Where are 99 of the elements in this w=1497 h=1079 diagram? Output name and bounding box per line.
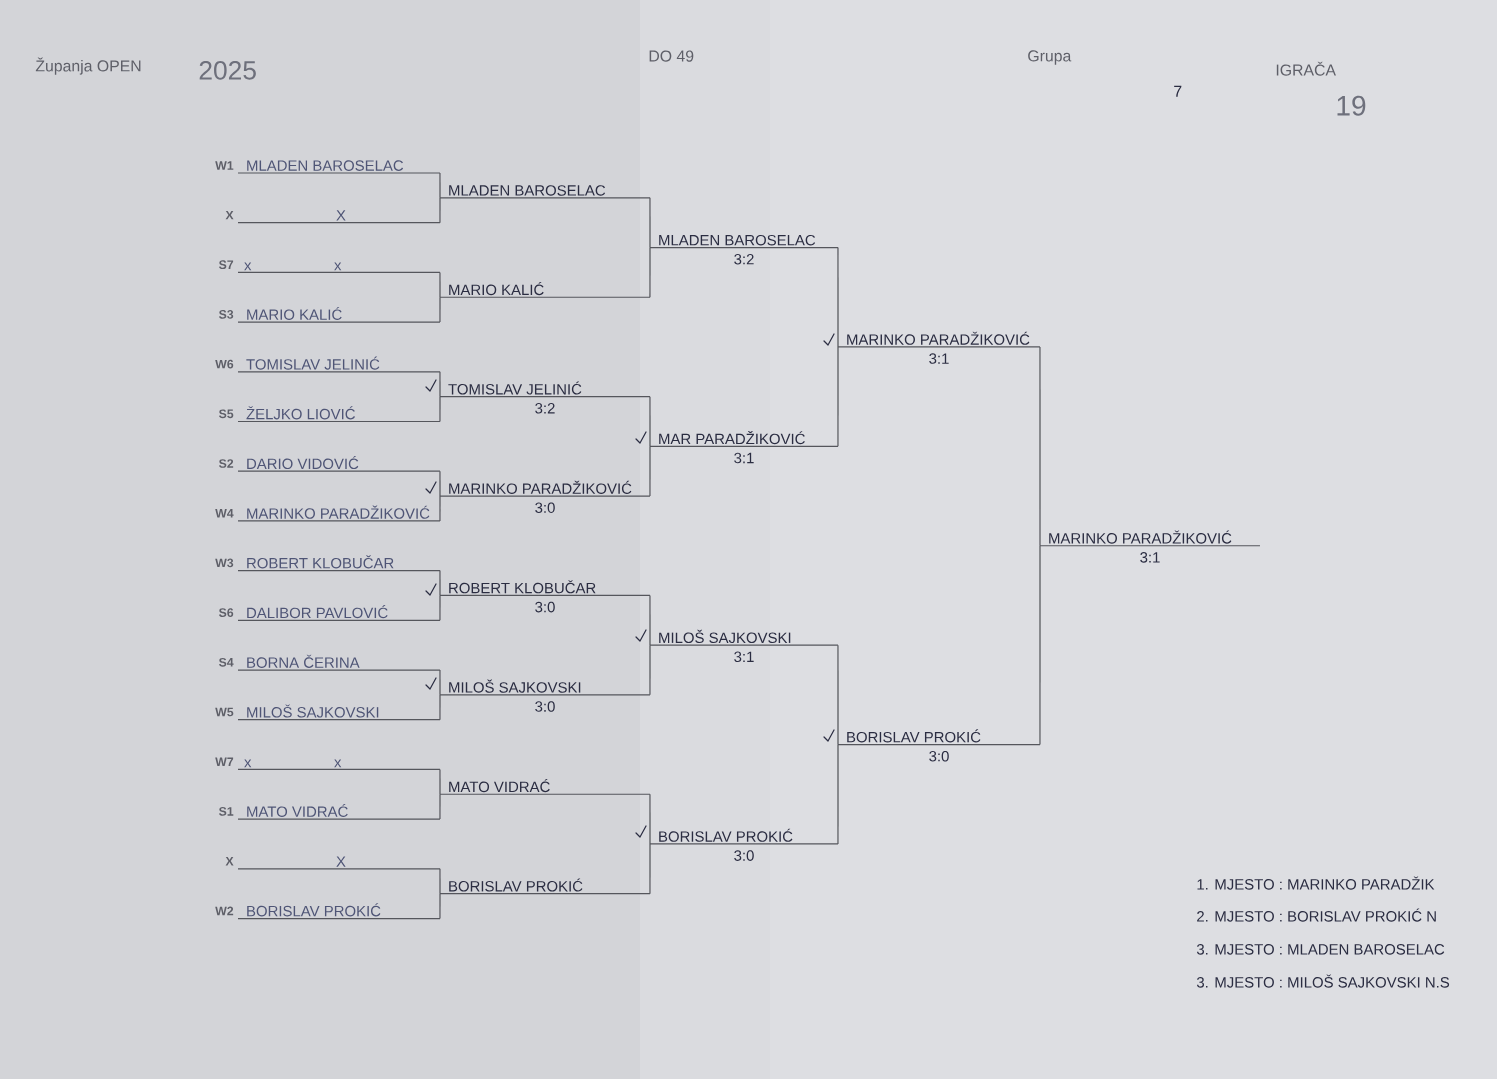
bracket-slot: BORISLAV PROKIĆ (837, 729, 1041, 746)
bracket-line (649, 197, 651, 249)
score-label: 3:0 (535, 601, 555, 613)
bracket-line (439, 594, 441, 621)
bracket-slot: MLADEN BAROSELAC (649, 234, 839, 249)
bracket-line (439, 271, 441, 298)
handwritten-note: 2025 (199, 61, 256, 80)
seed-label: W5 (215, 707, 234, 717)
bracket-line (439, 570, 441, 597)
bracket-slot: MILOŠ SAJKOVSKI (649, 629, 839, 646)
score-label: 3:0 (734, 850, 754, 861)
bracket-slot: x x (237, 759, 441, 771)
bracket-line (439, 495, 441, 522)
bracket-slot: MATO VIDRAĆ (439, 779, 651, 795)
bracket-slot: MATO VIDRAĆ (237, 803, 441, 820)
seed-label: W1 (215, 161, 234, 170)
score-label: 3:1 (734, 452, 754, 464)
score-label: 3:0 (929, 750, 949, 762)
bracket-slot: MILOŠ SAJKOVSKI (439, 679, 651, 696)
bracket-slot: TOMISLAV JELINIĆ (237, 356, 441, 373)
bracket-line (439, 893, 441, 920)
bracket-slot: ŽELJKO LIOVIĆ (237, 406, 441, 423)
seed-label: W3 (215, 558, 234, 568)
bracket-line (837, 346, 839, 447)
bracket-slot: x x (237, 262, 441, 273)
bracket-slot: DARIO VIDOVIĆ (237, 456, 441, 472)
bracket-slot: MAR PARADŽIKOVIĆ (649, 431, 839, 447)
bracket-line (439, 197, 441, 224)
bracket-slot: MILOŠ SAJKOVSKI (237, 704, 441, 721)
bracket-slot: MARIO KALIĆ (439, 282, 651, 298)
bracket-slot: ROBERT KLOBUČAR (237, 555, 441, 572)
bracket-slot: MARINKO PARADŽIKOVIĆ (237, 505, 441, 522)
bracket-line (649, 594, 651, 646)
bracket-line (439, 868, 441, 895)
header-label: DO 49 (649, 50, 694, 62)
header-label: Grupa (1028, 50, 1072, 65)
bracket-line (649, 246, 651, 298)
bracket-line (837, 644, 839, 746)
bracket-slot: BORISLAV PROKIĆ (439, 878, 651, 895)
bracket-line (837, 743, 839, 845)
bracket-line (649, 396, 651, 447)
seed-label: W7 (215, 757, 234, 767)
seed-label: S7 (218, 260, 234, 270)
handwritten-note: 19 (1337, 95, 1366, 116)
bracket-slot: TOMISLAV JELINIĆ (439, 381, 651, 398)
bracket-line (439, 694, 441, 721)
bracket-line (439, 296, 441, 323)
bracket-slot: MARINKO PARADŽIKOVIĆ (1039, 530, 1261, 547)
bracket-line (439, 172, 441, 199)
handwritten-note: 7 (1174, 85, 1182, 97)
seed-label: S6 (218, 608, 234, 617)
seed-label: S3 (218, 310, 234, 319)
score-label: 3:0 (535, 701, 555, 712)
bracket-line (1039, 545, 1041, 746)
score-label: 3:0 (535, 502, 555, 513)
placement-note: 2. MJESTO : BORISLAV PROKIĆ N (1197, 908, 1436, 922)
bracket-line (649, 843, 651, 895)
placement-note: 3. MJESTO : MLADEN BAROSELAC (1196, 944, 1445, 955)
seed-label: W4 (215, 509, 234, 518)
score-label: 3:2 (734, 253, 754, 265)
score-label: 3:2 (535, 403, 555, 414)
placement-note: 3. MJESTO : MILOŠ SAJKOVSKI N.S (1196, 974, 1450, 988)
bracket-slot: MLADEN BAROSELAC (439, 185, 651, 199)
seed-label: W2 (215, 906, 234, 916)
score-label: 3:1 (929, 353, 949, 364)
bracket-slot: BORNA ČERINA (237, 654, 441, 671)
seed-label: W6 (215, 359, 234, 369)
bracket-line (649, 445, 651, 497)
bracket-line (649, 793, 651, 845)
header-label: Županja OPEN (35, 57, 141, 75)
bracket-slot: DALIBOR PAVLOVIĆ (237, 605, 441, 621)
bracket-line (439, 470, 441, 497)
bracket-line (1039, 346, 1041, 547)
bracket-line (439, 371, 441, 398)
seed-label: S4 (218, 657, 234, 667)
bracket-slot: MARINKO PARADŽIKOVIĆ (837, 331, 1041, 348)
bracket-slot: X (237, 856, 441, 870)
bracket-slot: BORISLAV PROKIĆ (649, 828, 839, 845)
seed-label: S5 (218, 409, 234, 419)
bracket-slot: X (237, 210, 441, 224)
bracket-slot: BORISLAV PROKIĆ (237, 903, 441, 920)
header-label: IGRAČA (1276, 61, 1336, 76)
score-label: 3:1 (1140, 552, 1160, 563)
score-label: 3:1 (734, 651, 754, 663)
bracket-line (649, 644, 651, 696)
bracket-slot: MLADEN BAROSELAC (237, 160, 441, 174)
seed-label: S1 (218, 807, 234, 816)
seed-label: S2 (218, 459, 234, 468)
bracket-line (439, 768, 441, 795)
bracket-slot: MARIO KALIĆ (237, 306, 441, 323)
bracket-line (837, 246, 839, 348)
bracket-line (439, 396, 441, 423)
bracket-slot: MARINKO PARADŽIKOVIĆ (439, 480, 651, 497)
bracket-line (439, 669, 441, 696)
bracket-line (439, 793, 441, 820)
placement-note: 1. MJESTO : MARINKO PARADŽIK (1197, 876, 1435, 890)
seed-label: X (225, 210, 234, 220)
seed-label: X (225, 857, 234, 866)
bracket-slot: ROBERT KLOBUČAR (439, 580, 651, 597)
